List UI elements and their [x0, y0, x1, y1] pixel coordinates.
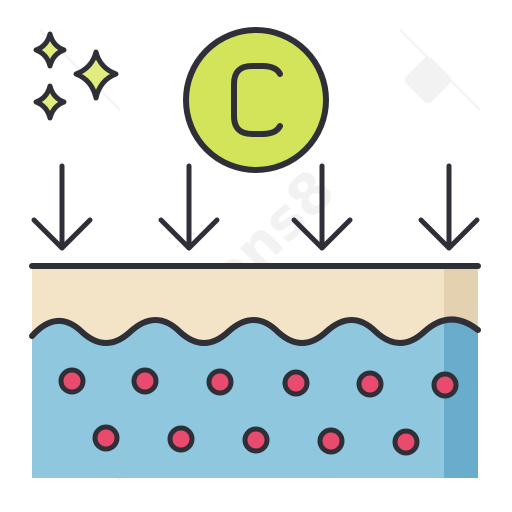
cell-dot [167, 425, 195, 453]
cell-dot [392, 428, 420, 456]
arrow-down-icon [158, 163, 220, 251]
cell-dots [58, 367, 459, 456]
cell-dot [58, 367, 86, 395]
arrow-down-icon [31, 163, 93, 251]
vitamin-c-badge: C [183, 27, 329, 173]
cell-dot [356, 370, 384, 398]
arrow-down-icon [291, 163, 353, 251]
skin-outline [29, 263, 481, 346]
arrows [31, 163, 480, 251]
cell-dot [206, 368, 234, 396]
cell-dot [282, 369, 310, 397]
cell-dot [317, 427, 345, 455]
arrow-down-icon [418, 163, 480, 251]
cell-dot [242, 426, 270, 454]
sparkles-icon [33, 31, 119, 121]
cell-dot [131, 367, 159, 395]
skin-layer-deep [32, 317, 478, 478]
cell-dot [431, 371, 459, 399]
cell-dot [92, 424, 120, 452]
